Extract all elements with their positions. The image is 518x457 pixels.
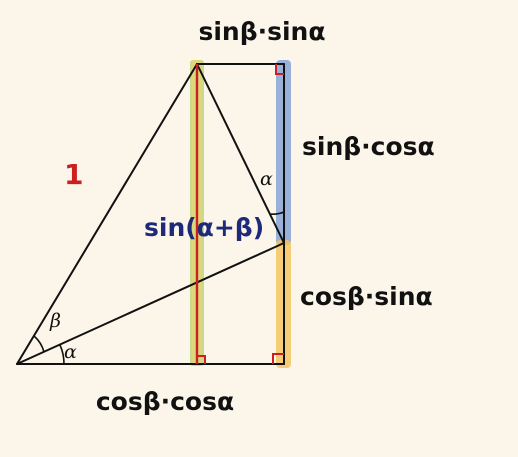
right-angle-mark-bottom-right (272, 353, 284, 364)
label-bottom: cosβ·cosα (96, 387, 234, 416)
angle-arc-alpha-bottom (59, 344, 65, 365)
right-angle-mark-bottom-center (197, 355, 206, 364)
label-top: sinβ·sinα (198, 17, 325, 46)
label-right-lower: cosβ·sinα (300, 282, 433, 311)
right-angle-mark-top (275, 64, 284, 75)
label-hypotenuse: 1 (64, 158, 83, 191)
label-angle-beta: β (49, 310, 61, 332)
inner-slope-line (196, 63, 285, 244)
angle-arc-beta (33, 335, 45, 353)
hypotenuse-line (16, 63, 198, 365)
angle-arc-alpha-top (269, 211, 285, 215)
label-angle-alpha-top: α (260, 168, 273, 190)
diagonal-to-right-line (16, 242, 285, 365)
label-center: sin(α+β) (144, 213, 264, 242)
label-right-upper: sinβ·cosα (302, 132, 435, 161)
label-angle-alpha-bottom: α (64, 341, 77, 363)
